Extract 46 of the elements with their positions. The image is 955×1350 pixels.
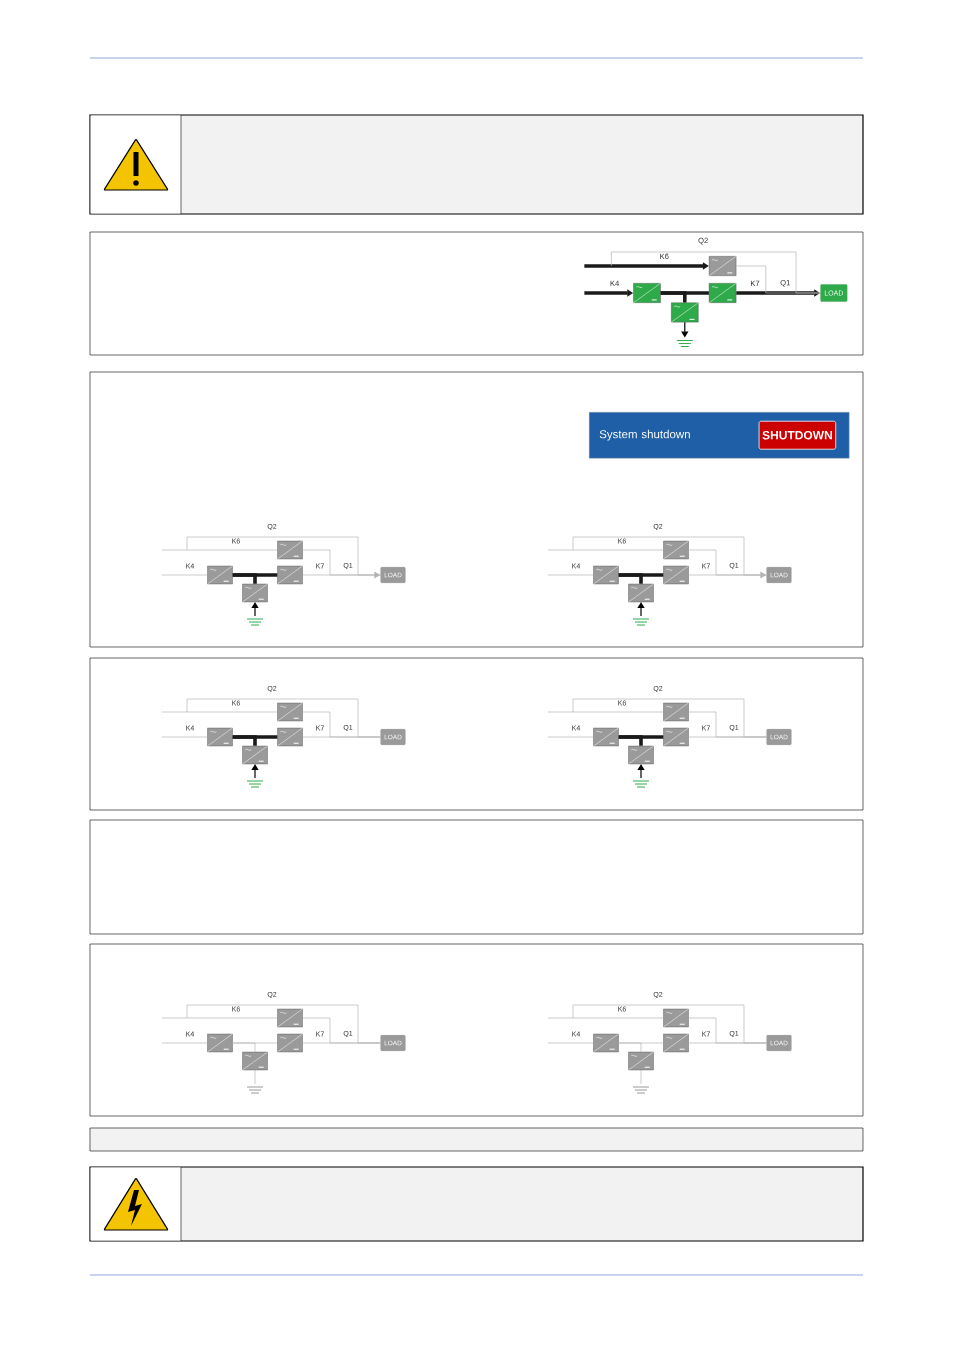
- converter-box: [628, 583, 654, 603]
- connector-line: [660, 291, 687, 303]
- converter-box: [207, 1033, 233, 1053]
- converter-box: [277, 727, 303, 747]
- converter-box: [242, 1051, 268, 1071]
- shutdown-button: SHUTDOWN: [758, 420, 837, 450]
- connector-line: [186, 536, 381, 576]
- converter-box: [207, 565, 233, 585]
- converter-box: [663, 1008, 689, 1028]
- converter-box: [633, 282, 661, 304]
- converter-box: [663, 702, 689, 722]
- connector-line: [186, 698, 381, 738]
- converter-box: [277, 565, 303, 585]
- converter-box: [628, 1051, 654, 1071]
- converter-box: [670, 302, 699, 323]
- converter-box: [593, 565, 619, 585]
- connector-line: [232, 1042, 256, 1053]
- converter-box: [242, 745, 268, 765]
- converter-box: [663, 540, 689, 560]
- converter-box: [277, 1033, 303, 1053]
- converter-box: [277, 540, 303, 560]
- connector-line: [232, 735, 257, 746]
- converter-box: [277, 1008, 303, 1028]
- connector-line: [688, 549, 766, 579]
- connector-line: [232, 573, 257, 584]
- connector-line: [186, 1004, 381, 1044]
- converter-box: [708, 282, 737, 304]
- converter-box: [708, 255, 737, 277]
- connector-line: [584, 262, 709, 270]
- converter-box: [663, 727, 689, 747]
- connector-line: [302, 549, 380, 579]
- converter-box: [277, 702, 303, 722]
- connector-line: [618, 573, 643, 584]
- connector-line: [611, 251, 821, 294]
- converter-box: [207, 727, 233, 747]
- connector-line: [618, 1042, 642, 1053]
- converter-box: [663, 565, 689, 585]
- connector-line: [618, 735, 643, 746]
- connector-line: [572, 1004, 767, 1044]
- converter-box: [242, 583, 268, 603]
- converter-box: [663, 1033, 689, 1053]
- connector-line: [572, 698, 767, 738]
- converter-box: [593, 727, 619, 747]
- converter-box: [628, 745, 654, 765]
- converter-box: [593, 1033, 619, 1053]
- connector-line: [572, 536, 767, 576]
